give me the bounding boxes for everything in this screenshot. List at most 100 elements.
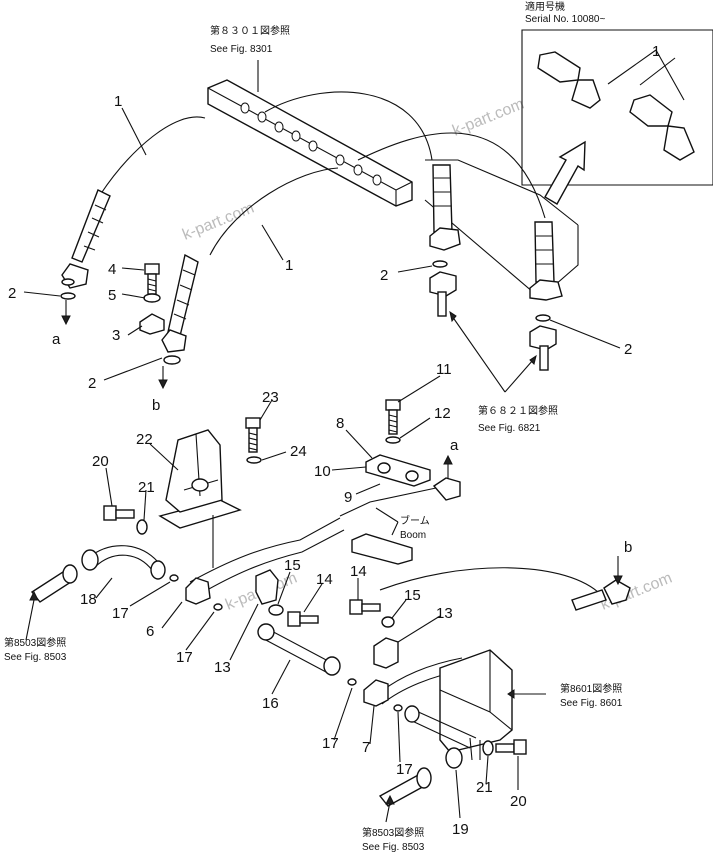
fig-8601-ref-en: See Fig. 8601 — [560, 698, 623, 709]
callout: 23 — [262, 389, 279, 406]
washer-21-right — [482, 740, 494, 756]
callout: 5 — [108, 287, 116, 304]
callout: 7 — [362, 739, 370, 756]
callout: 17 — [396, 761, 413, 778]
washer-5 — [143, 293, 161, 303]
bracket-22 — [158, 429, 242, 529]
hose-13-right — [379, 567, 599, 593]
vertical-hose-left — [429, 164, 461, 251]
clamp-3 — [139, 313, 165, 335]
callout: 15 — [284, 557, 301, 574]
callout: 20 — [92, 453, 109, 470]
fig-8301-ref-en: See Fig. 8301 — [210, 44, 273, 55]
elbow-6 — [185, 577, 211, 605]
o-ring-17-b — [213, 603, 223, 611]
callout: 8 — [336, 415, 344, 432]
callout: 24 — [290, 443, 307, 460]
callout: 2 — [380, 267, 388, 284]
elbow-7 — [363, 679, 389, 707]
callout: 16 — [262, 695, 279, 712]
flange-block-upper — [429, 271, 457, 317]
fig-8601-ref-jp: 第8601図参照 — [560, 682, 622, 695]
washer-15-middle — [268, 604, 284, 616]
hose-1-right — [357, 132, 546, 219]
callout: 17 — [322, 735, 339, 752]
callout: 4 — [108, 261, 116, 278]
connector-letters: a a b b — [52, 331, 632, 556]
callout: 15 — [404, 587, 421, 604]
callout: 19 — [452, 821, 469, 838]
fig-8503-ref-left-jp: 第8503図参照 — [4, 636, 66, 649]
o-ring-2-upper-right — [432, 260, 448, 268]
inset-arrow — [544, 140, 586, 205]
fig-8503-ref-bottom-jp: 第8503図参照 — [362, 826, 424, 839]
callout: 17 — [112, 605, 129, 622]
callout: 11 — [436, 361, 452, 378]
callout: 2 — [8, 285, 16, 302]
callout: 10 — [314, 463, 331, 480]
fig-8503-ref-bottom-en: See Fig. 8503 — [362, 842, 425, 852]
callout: 14 — [350, 563, 367, 580]
o-ring-17-c — [347, 678, 357, 686]
o-ring-2-left — [60, 292, 76, 300]
serial-inset — [521, 29, 713, 186]
callout: 14 — [316, 571, 333, 588]
bolt-14-right — [349, 599, 381, 615]
o-ring-17-a — [169, 574, 179, 582]
callout: 20 — [510, 793, 527, 810]
callout: 21 — [138, 479, 155, 496]
hose-1-lower — [209, 167, 339, 256]
washer-24 — [246, 456, 262, 464]
leader-lines — [23, 57, 676, 819]
washer-15-right — [381, 616, 395, 628]
serial-label-en: Serial No. 10080~ — [525, 14, 605, 25]
connector-a-right: a — [450, 437, 459, 454]
connector-a-left: a — [52, 331, 61, 348]
callout: 22 — [136, 431, 153, 448]
callout: 18 — [80, 591, 97, 608]
hose-bottom-8503 — [378, 767, 432, 807]
callout: 1 — [652, 43, 660, 60]
o-ring-2-middle — [163, 355, 181, 365]
hose-b-end — [571, 589, 607, 611]
o-ring-2-lower-right — [535, 314, 551, 322]
hose-1-left — [99, 116, 206, 196]
washer-12 — [385, 436, 401, 444]
callout: 13 — [214, 659, 231, 676]
washer-21-left — [136, 519, 148, 535]
callout: 1 — [285, 257, 293, 274]
callout: 2 — [88, 375, 96, 392]
pipe-13-left — [189, 517, 341, 583]
bolt-23 — [245, 417, 261, 453]
left-hose-assembly — [61, 189, 111, 289]
middle-hose-assembly — [161, 253, 199, 353]
pipe-16 — [257, 623, 341, 676]
callout: 17 — [176, 649, 193, 666]
fig-8301-ref-jp: 第８３０１図参照 — [210, 24, 290, 37]
flange-block-lower — [529, 325, 557, 371]
bolt-14-middle — [287, 611, 319, 627]
bolt-11 — [385, 399, 401, 435]
connector-b-right: b — [624, 539, 632, 556]
hose-left-8503 — [30, 564, 78, 603]
serial-label-jp: 適用号機 — [525, 0, 565, 13]
bolt-20-right — [495, 739, 527, 755]
clamp-9 — [351, 533, 413, 565]
bolt-20-left — [103, 505, 135, 521]
callout: 9 — [344, 489, 352, 506]
o-ring-17-d — [393, 704, 403, 712]
clamp-13-left — [255, 569, 279, 605]
bolt-4 — [144, 263, 160, 295]
callout: 3 — [112, 327, 120, 344]
clamp-10 — [365, 454, 431, 487]
fig-8503-ref-left-en: See Fig. 8503 — [4, 652, 67, 663]
callout: 2 — [624, 341, 632, 358]
boom-header-bar — [207, 79, 413, 207]
watermark: k-part.com — [180, 200, 256, 244]
boom-label-en: Boom — [400, 530, 426, 541]
pipe-19 — [404, 705, 481, 769]
vertical-hose-right — [529, 221, 563, 301]
callout: 12 — [434, 405, 451, 422]
bracket-8601 — [439, 649, 513, 753]
